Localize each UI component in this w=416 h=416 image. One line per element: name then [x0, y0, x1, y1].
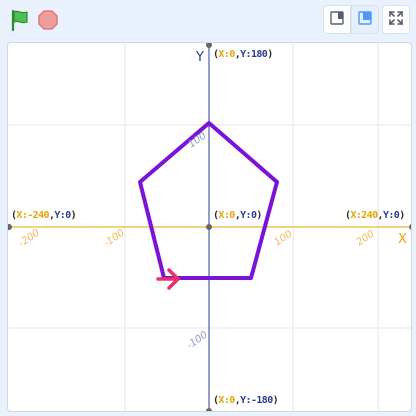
fullscreen-button[interactable]: [382, 5, 410, 34]
right-end-dot: [409, 224, 411, 230]
coord-label-left: (X:-240,Y:0): [11, 210, 77, 221]
coord-label-right: (X:240,Y:0): [345, 210, 405, 221]
stop-sign-icon[interactable]: [36, 8, 60, 32]
bottom-end-dot: [206, 408, 212, 411]
pentagon-shape: [138, 121, 279, 280]
green-flag-icon[interactable]: [8, 8, 32, 32]
small-stage-button[interactable]: [323, 5, 351, 34]
left-end-dot: [8, 224, 12, 230]
top-end-dot: [206, 43, 212, 48]
coord-label-bottom: (X:0,Y:-180): [213, 395, 279, 406]
stage-canvas[interactable]: Y X (X:0,Y:180) (X:-240,Y:0) (X:0,Y:0) (…: [7, 42, 412, 412]
origin-dot: [206, 224, 212, 230]
small-stage-icon: [330, 10, 344, 29]
fullscreen-icon: [389, 10, 403, 29]
x-axis-letter: X: [398, 232, 407, 247]
coord-label-center: (X:0,Y:0): [213, 210, 262, 221]
y-axis-letter: Y: [196, 50, 204, 65]
arrow-sprite: [156, 268, 180, 290]
large-stage-icon: [358, 10, 372, 29]
coord-label-top: (X:0,Y:180): [213, 49, 273, 60]
stage-toolbar: [0, 0, 416, 42]
large-stage-button[interactable]: [351, 5, 379, 34]
stage-graphics: [8, 43, 411, 411]
